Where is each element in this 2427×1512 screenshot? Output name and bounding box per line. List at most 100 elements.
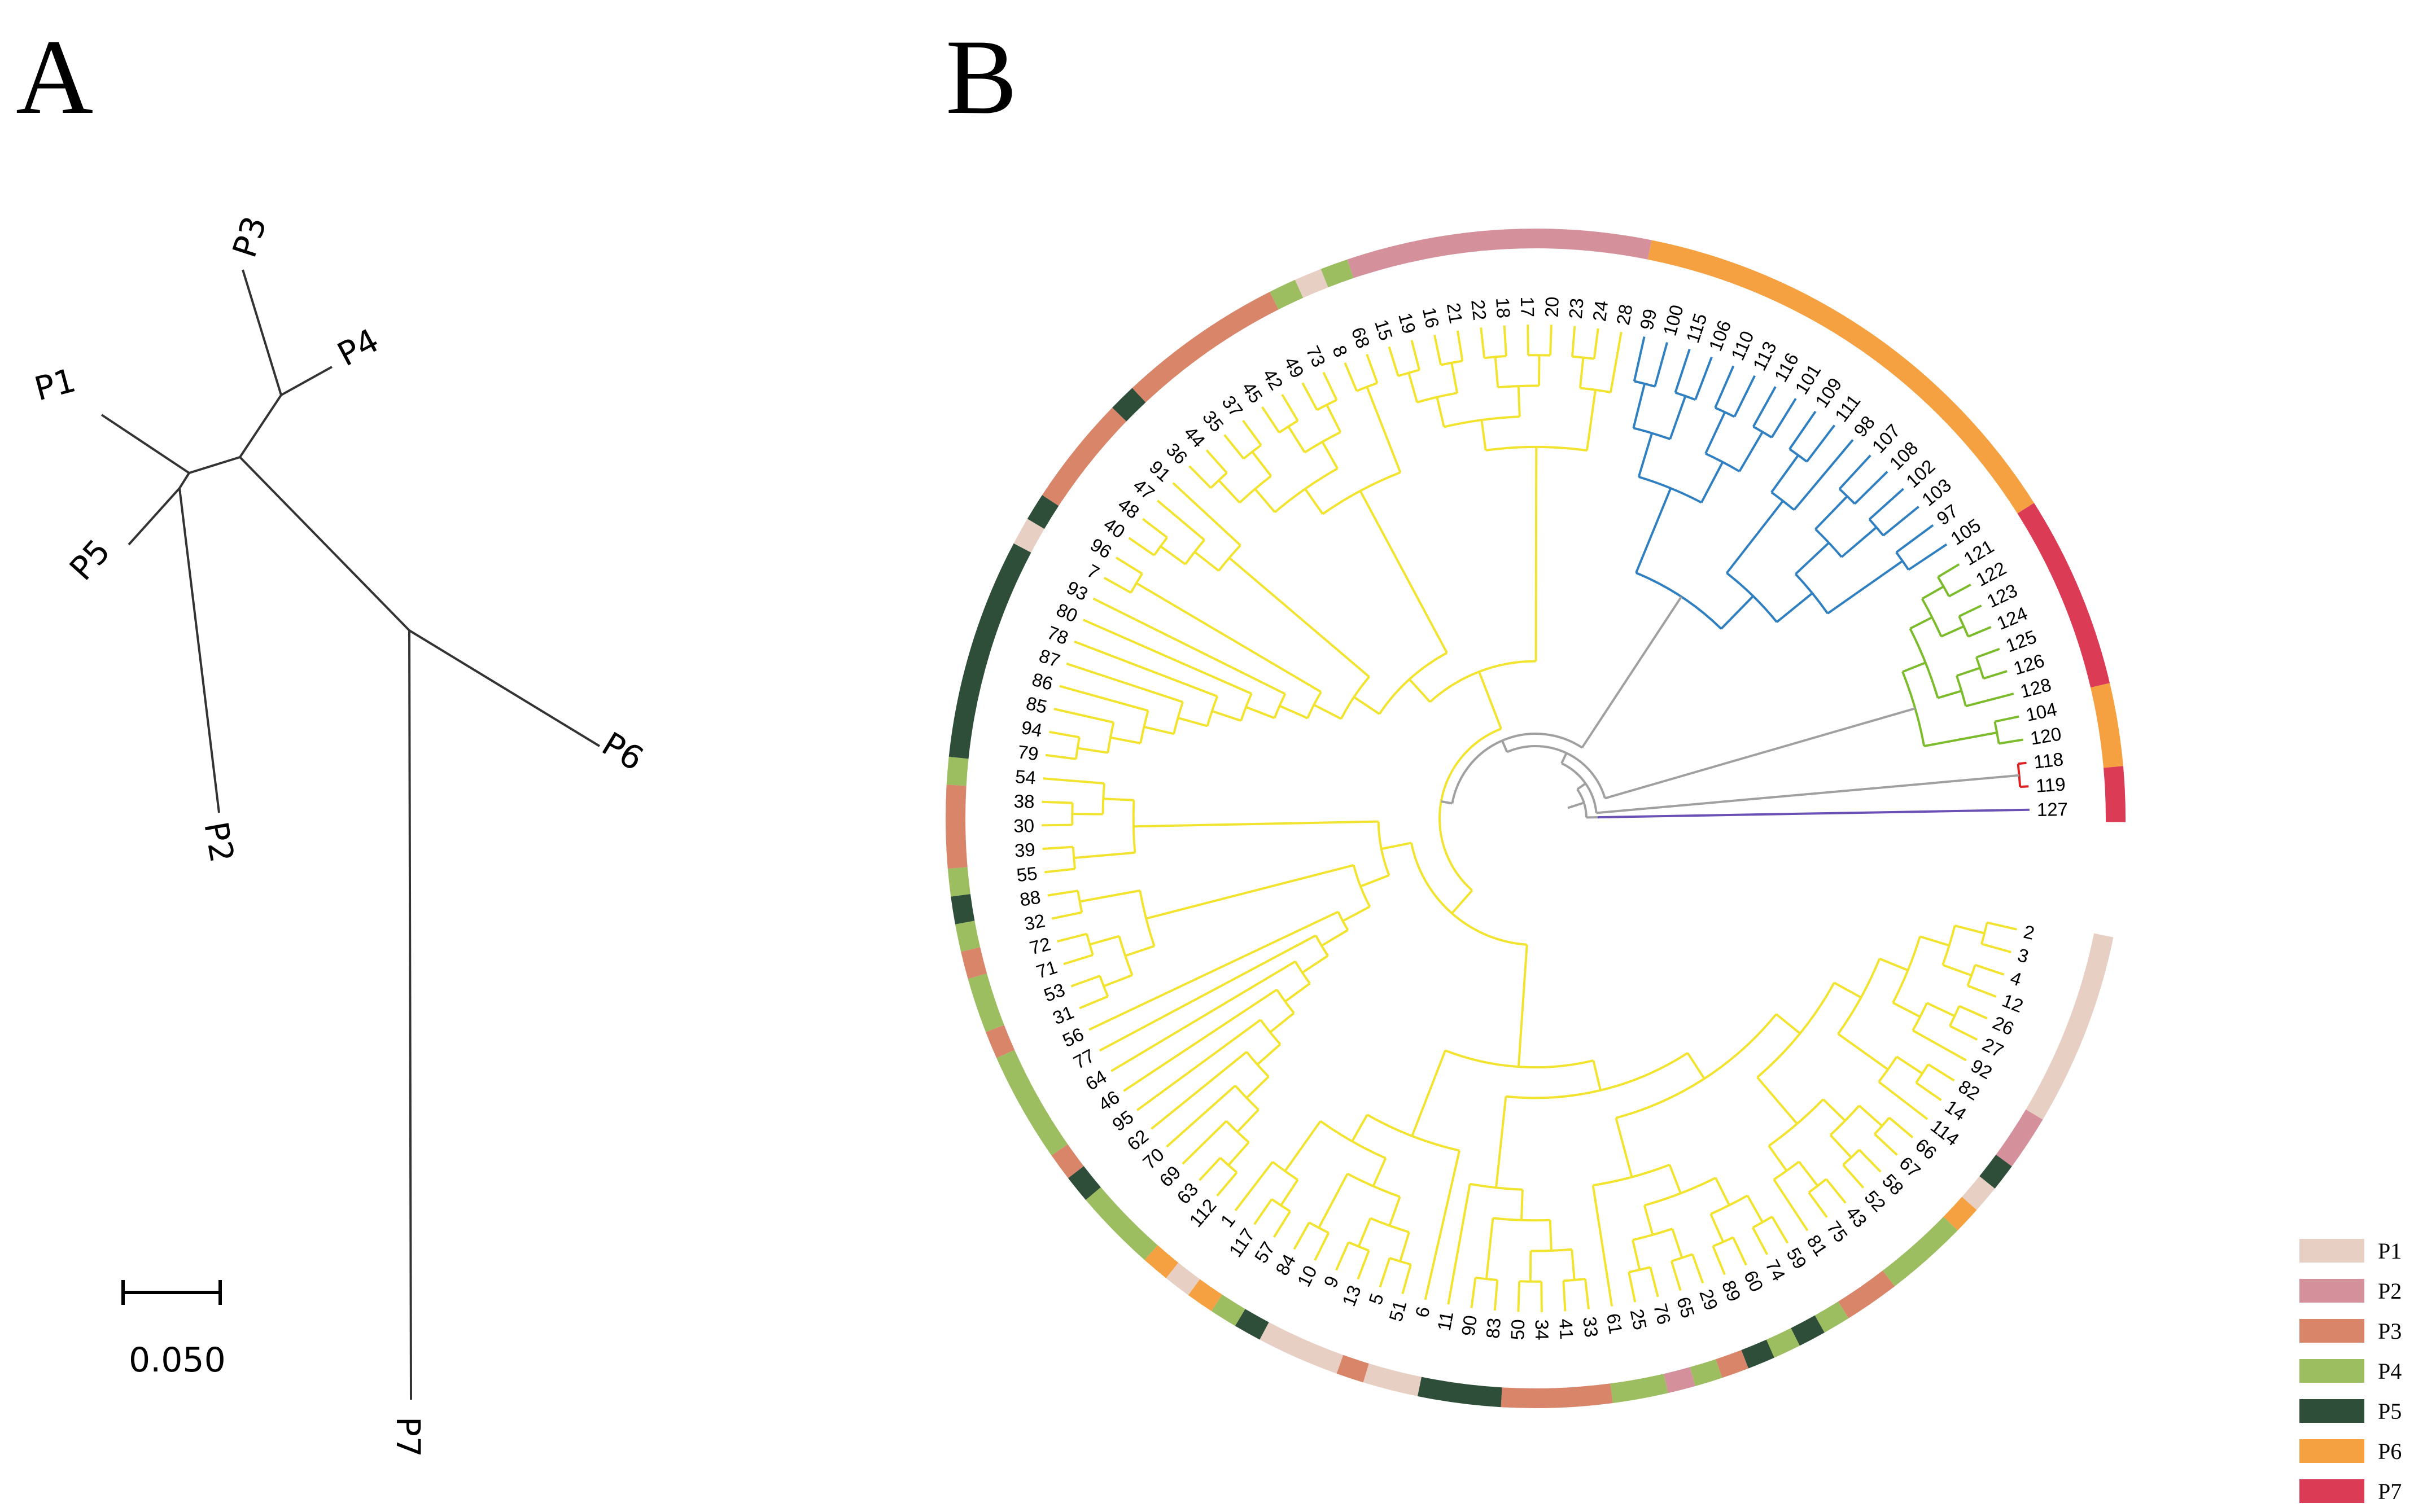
branch-259: [1366, 386, 1402, 473]
branch-106: [1319, 1120, 1387, 1159]
leaf-label-88: 88: [1018, 886, 1042, 910]
leaf-label-50: 50: [1507, 1319, 1528, 1340]
branch-194: [1378, 651, 1448, 715]
branch-157: [1136, 1019, 1262, 1111]
branch-324: [1805, 424, 1836, 463]
leaf-label-23: 23: [1565, 297, 1588, 320]
branch-307: [1700, 461, 1724, 503]
branch-365: [1999, 738, 2024, 745]
branch-2: [1410, 843, 1527, 946]
branch-275: [1433, 335, 1442, 366]
branch-225: [1228, 556, 1370, 678]
branch-15: [1919, 935, 1950, 947]
branch-40: [1768, 1098, 1824, 1147]
branch-174: [1079, 889, 1140, 903]
branch-144: [1256, 1043, 1282, 1066]
branch-354: [1967, 626, 1992, 638]
branch-237: [1304, 488, 1324, 515]
branch-118: [1335, 1242, 1350, 1271]
leaf-label-17: 17: [1517, 296, 1538, 317]
ring-segment-p3-18: [1336, 1355, 1369, 1383]
branch-310: [1715, 406, 1735, 418]
ring-segment-p5-37: [948, 543, 1031, 759]
branch-182: [1044, 867, 1075, 874]
branch-309: [1704, 411, 1726, 454]
leaf-label-83: 83: [1482, 1317, 1505, 1339]
branch-290: [1572, 355, 1595, 360]
branch-306: [1694, 356, 1713, 400]
branch-258: [1322, 371, 1338, 401]
leaf-label-19: 19: [1394, 310, 1420, 336]
branch-359: [1976, 647, 2000, 659]
ring-segment-p5-41: [1112, 388, 1146, 422]
branch-317: [1720, 595, 1754, 630]
branch-155: [1166, 1085, 1236, 1148]
ring-segment-p3-15: [1501, 1383, 1613, 1409]
leaf-label-34: 34: [1532, 1320, 1553, 1340]
ring-segment-p4-9: [1766, 1328, 1800, 1358]
branch-31: [1912, 1029, 1967, 1062]
branch-13: [1879, 957, 1909, 971]
branch-296: [1638, 476, 1702, 504]
ring-segment-p3-6: [1838, 1270, 1895, 1318]
branch-142: [1269, 1012, 1295, 1033]
branch-p1: [100, 414, 190, 474]
branch-195: [1353, 696, 1380, 715]
branch-208: [1139, 710, 1149, 744]
ring-segment-p3-35: [945, 785, 968, 869]
branch-64: [1746, 1195, 1764, 1223]
branch-131: [1377, 821, 1390, 876]
branch-301: [1633, 336, 1646, 382]
ring-segment-p2-46: [1347, 229, 1652, 278]
branch-243: [1188, 465, 1212, 489]
branch-8: [1615, 1013, 1777, 1119]
branch-114: [1379, 1257, 1391, 1288]
branch-375: [1604, 707, 1916, 800]
branch-82: [1591, 1185, 1613, 1307]
ring-segment-p6-24: [1144, 1245, 1179, 1278]
ring-segment-p5-10: [1741, 1339, 1774, 1369]
branch-p3: [242, 269, 282, 396]
legend: P1 P2 P3 P4 P5 P6 P7: [2299, 1238, 2402, 1504]
branch-133: [1352, 865, 1371, 908]
ring-segment-p5-26: [1068, 1166, 1101, 1200]
branch-368: [2020, 785, 2029, 788]
leaf-label-11: 11: [1433, 1310, 1457, 1333]
branch-347: [1921, 585, 1944, 600]
branch-80: [1649, 1266, 1659, 1298]
branch-211: [1077, 747, 1108, 754]
branch-272: [1410, 340, 1421, 371]
ring-segment-p2-1: [1996, 1109, 2043, 1167]
ring-segment-p1-3: [1962, 1176, 1995, 1210]
branch-37: [1915, 1081, 1942, 1101]
branch-100: [1470, 1277, 1477, 1308]
branch-21: [1942, 963, 1972, 977]
branch-125: [1280, 1179, 1299, 1206]
branch-102: [1411, 1050, 1446, 1137]
leaf-label-118: 118: [2032, 748, 2064, 773]
branch-101: [1447, 1184, 1471, 1305]
branch-85: [1520, 1189, 1524, 1220]
ring-segment-p5-20: [1235, 1309, 1269, 1340]
leaf-label-32: 32: [1022, 910, 1047, 935]
branch-134: [1342, 905, 1371, 922]
branch-internal-3: [239, 394, 282, 458]
branch-43: [1858, 1105, 1883, 1127]
branch-161: [1088, 910, 1339, 1031]
branch-53: [1798, 1160, 1819, 1187]
ring-segment-p6-47: [1647, 240, 2034, 514]
branch-12: [1837, 958, 1881, 1035]
branch-335: [1868, 518, 1884, 537]
ring-segment-p1-17: [1363, 1363, 1422, 1396]
branch-154: [1182, 1120, 1227, 1165]
branch-67: [1752, 1227, 1769, 1255]
branch-93: [1529, 1251, 1532, 1282]
branch-158: [1123, 988, 1278, 1092]
ring-segment-p1-19: [1260, 1322, 1344, 1374]
branch-236: [1322, 471, 1401, 515]
branch-180: [1074, 851, 1135, 860]
branch-224: [1115, 556, 1143, 575]
branch-338: [1827, 560, 1904, 615]
branch-71: [1712, 1246, 1726, 1276]
branch-113: [1401, 1264, 1412, 1295]
